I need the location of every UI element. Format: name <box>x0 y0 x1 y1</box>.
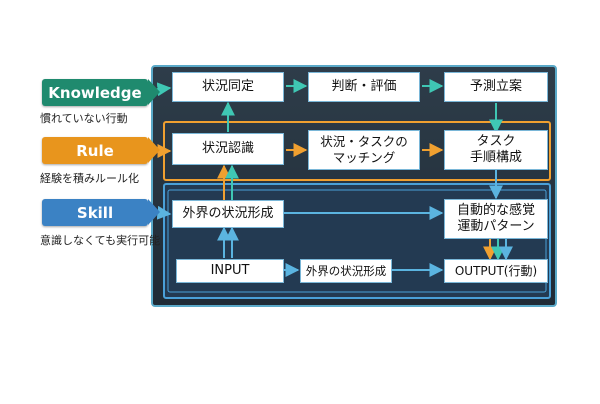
skill-tag: Skill <box>42 199 160 226</box>
knowledge-description: 慣れていない行動 <box>40 112 128 125</box>
node-judgment-evaluation: 判断・評価 <box>308 72 420 102</box>
node-situation-recognition: 状況認識 <box>172 133 284 165</box>
node-situation-identification: 状況同定 <box>172 72 284 102</box>
node-automatic-sensorimotor-pattern: 自動的な感覚 運動パターン <box>444 199 548 239</box>
node-task-procedure: タスク 手順構成 <box>444 130 548 170</box>
rule-description: 経験を積みルール化 <box>40 172 139 185</box>
rule-tag-label: Rule <box>76 141 114 160</box>
node-output: OUTPUT(行動) <box>444 259 548 283</box>
node-external-situation-formation-2: 外界の状況形成 <box>300 259 392 283</box>
node-situation-task-matching: 状況・タスクの マッチング <box>308 130 420 170</box>
knowledge-tag-label: Knowledge <box>48 83 142 102</box>
skill-inner-band <box>167 189 547 293</box>
rule-tag: Rule <box>42 137 160 164</box>
skill-description: 意識しなくても実行可能 <box>40 234 161 247</box>
skill-tag-label: Skill <box>76 203 114 222</box>
node-prediction-planning: 予測立案 <box>444 72 548 102</box>
node-external-situation-formation: 外界の状況形成 <box>172 200 284 228</box>
knowledge-tag: Knowledge <box>42 79 160 106</box>
node-input: INPUT <box>176 259 284 283</box>
